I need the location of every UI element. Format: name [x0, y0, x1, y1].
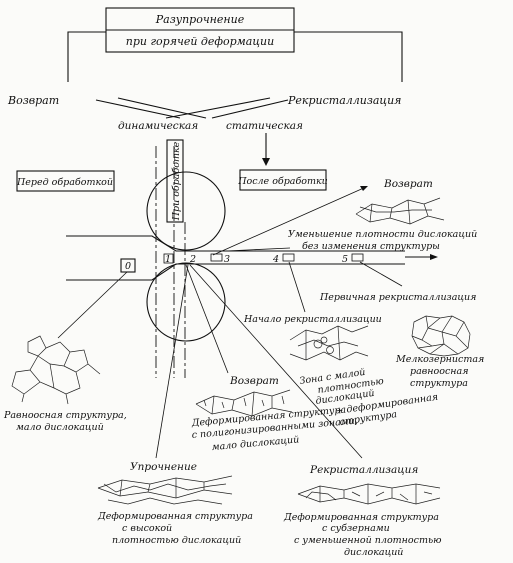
lower-roll: [146, 262, 226, 342]
microstructure-recovery-mid: [195, 389, 293, 417]
title-line1: Разупрочнение: [155, 13, 245, 26]
position-1: 1: [165, 254, 171, 265]
disloc-reduction-line2: без изменения структуры: [302, 241, 440, 252]
microstructure-equiaxed: [11, 335, 101, 405]
recovery-mid-label: Возврат: [229, 375, 279, 387]
hardening-label: Упрочнение: [130, 461, 197, 473]
primary-recryst-label: Первичная рекристаллизация: [319, 292, 476, 303]
subgrains-line2: с субзернами: [322, 523, 390, 534]
fine-grain-line2: равноосная: [410, 366, 469, 377]
fine-grain-line3: структура: [410, 378, 468, 389]
position-4: 4: [272, 254, 279, 265]
recryst-start-label: Начало рекристаллизации: [243, 314, 382, 325]
stage-before-label: Перед обработкой: [16, 177, 113, 188]
stage-during-label: При обработке: [171, 141, 182, 221]
title-box: Разупрочнение при горячей деформации: [105, 7, 295, 53]
disloc-reduction-line1: Уменьшение плотности дислокаций: [288, 229, 477, 240]
microstructure-fine-grain: [411, 315, 471, 357]
position-0: 0: [125, 261, 131, 272]
stage-after-label: После обработки: [237, 176, 328, 187]
microstructure-hardening: [97, 475, 233, 505]
workpiece-strip: [66, 235, 438, 281]
branch-dynamic: динамическая: [118, 120, 198, 132]
subgrains-line3: с уменьшенной плотностью: [294, 535, 442, 546]
fine-grain-line1: Мелкозернистая: [395, 354, 484, 365]
branch-recovery: Возврат: [7, 94, 59, 107]
high-density-line3: плотностью дислокаций: [112, 535, 241, 546]
high-density-line2: с высокой: [122, 523, 172, 534]
equiaxed-line2: мало дислокаций: [16, 422, 104, 433]
subgrains-line4: дислокаций: [344, 547, 403, 558]
microstructure-recryst-bottom: [297, 483, 441, 505]
microstructure-recovery-top: [355, 197, 445, 225]
stage-after-box: После обработки: [237, 169, 328, 191]
title-line2: при горячей деформации: [126, 35, 274, 48]
high-density-line1: Деформированная структура: [97, 511, 253, 522]
position-2: 2: [189, 254, 196, 265]
branch-static: статическая: [226, 120, 303, 132]
recryst-bottom-label: Рекристаллизация: [309, 464, 418, 476]
microstructure-recryst-start: [289, 325, 369, 361]
stage-before-box: Перед обработкой: [16, 170, 115, 192]
recovery-top-label: Возврат: [383, 178, 433, 190]
position-5: 5: [342, 254, 348, 265]
position-3: 3: [224, 254, 230, 265]
subgrains-line1: Деформированная структура: [283, 512, 439, 523]
upper-roll: [146, 171, 226, 251]
equiaxed-line1: Равноосная структура,: [3, 410, 127, 421]
branch-recrystallization: Рекристаллизация: [287, 94, 401, 107]
stage-during-box: При обработке: [166, 139, 184, 223]
